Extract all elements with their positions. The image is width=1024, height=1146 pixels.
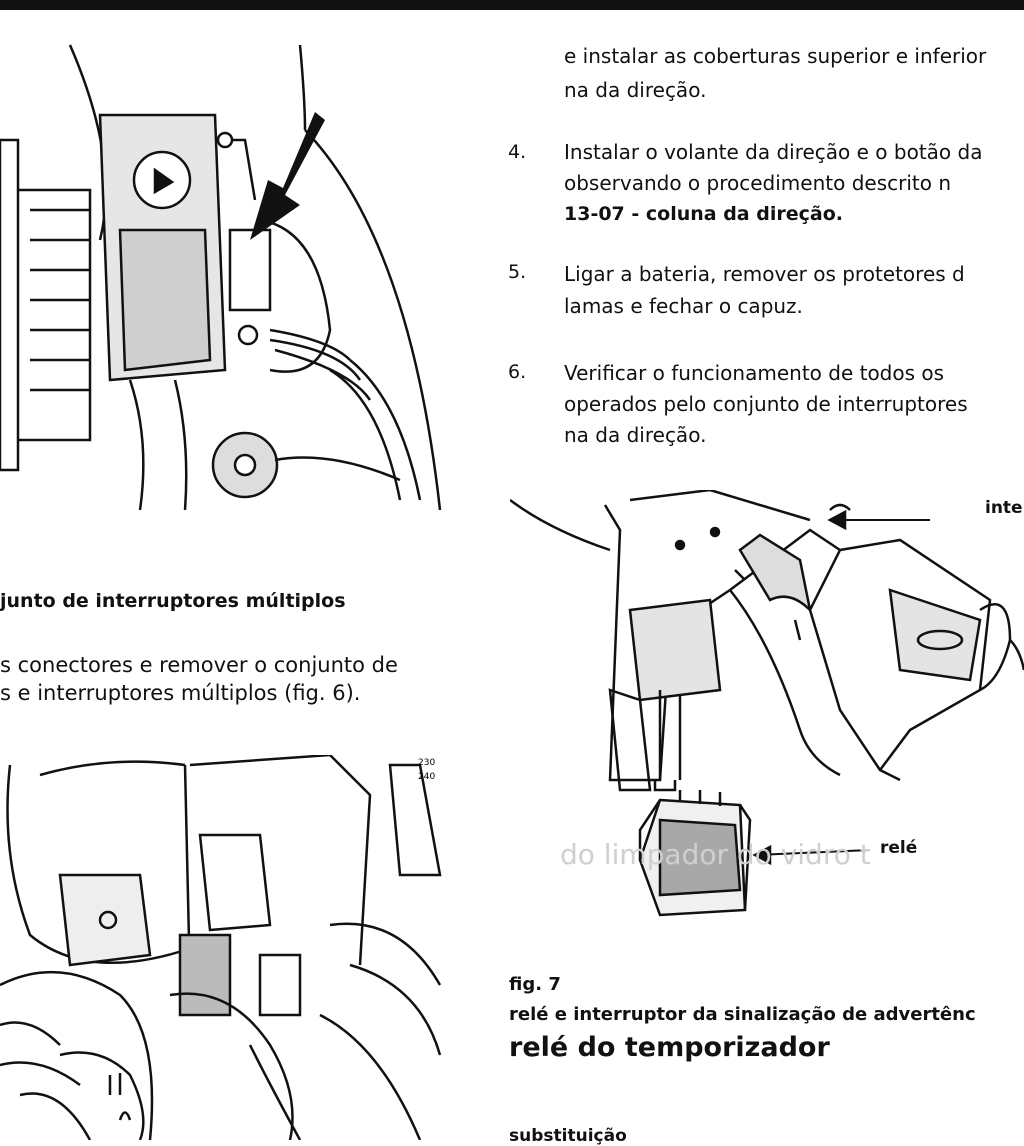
intro-line: e instalar as coberturas superior e infe…: [564, 44, 987, 68]
intro-line: na da direção.: [564, 78, 707, 102]
step-line: Instalar o volante da direção e o botão …: [564, 140, 983, 164]
step-number: 5.: [508, 261, 527, 283]
step-line: lamas e fechar o capuz.: [564, 294, 803, 318]
step-line-reference: 13-07 - coluna da direção.: [564, 203, 843, 225]
show-through-text: do limpador do vidro t: [560, 838, 871, 871]
figure7-caption: relé e interruptor da sinalização de adv…: [509, 1004, 976, 1025]
label-rele: relé: [880, 838, 918, 858]
step-number: 4.: [508, 141, 527, 163]
svg-text:230: 230: [418, 758, 435, 768]
step-line: observando o procedimento descrito n: [564, 171, 952, 195]
label-interruptor: inte: [985, 498, 1023, 518]
section-heading: relé do temporizador: [509, 1032, 830, 1063]
top-rule: [0, 0, 1024, 10]
step-text-line: s conectores e remover o conjunto de: [0, 653, 398, 677]
figure6-caption: junto de interruptores múltiplos: [0, 590, 346, 612]
svg-text:240: 240: [418, 772, 435, 782]
figure-connector-removal: 230 240: [0, 755, 445, 1140]
step-line: operados pelo conjunto de interruptores: [564, 392, 968, 416]
figure-steering-column-switch: [0, 40, 445, 515]
step-number: 6.: [508, 361, 527, 383]
figure7-label: fig. 7: [509, 974, 561, 995]
figure7-relay-switch: [510, 490, 1024, 930]
step-line: Ligar a bateria, remover os protetores d: [564, 262, 965, 286]
subheading: substituição: [509, 1126, 627, 1146]
step-line: na da direção.: [564, 423, 707, 447]
step-text-line: s e interruptores múltiplos (fig. 6).: [0, 681, 361, 705]
step-line: Verificar o funcionamento de todos os: [564, 361, 945, 385]
